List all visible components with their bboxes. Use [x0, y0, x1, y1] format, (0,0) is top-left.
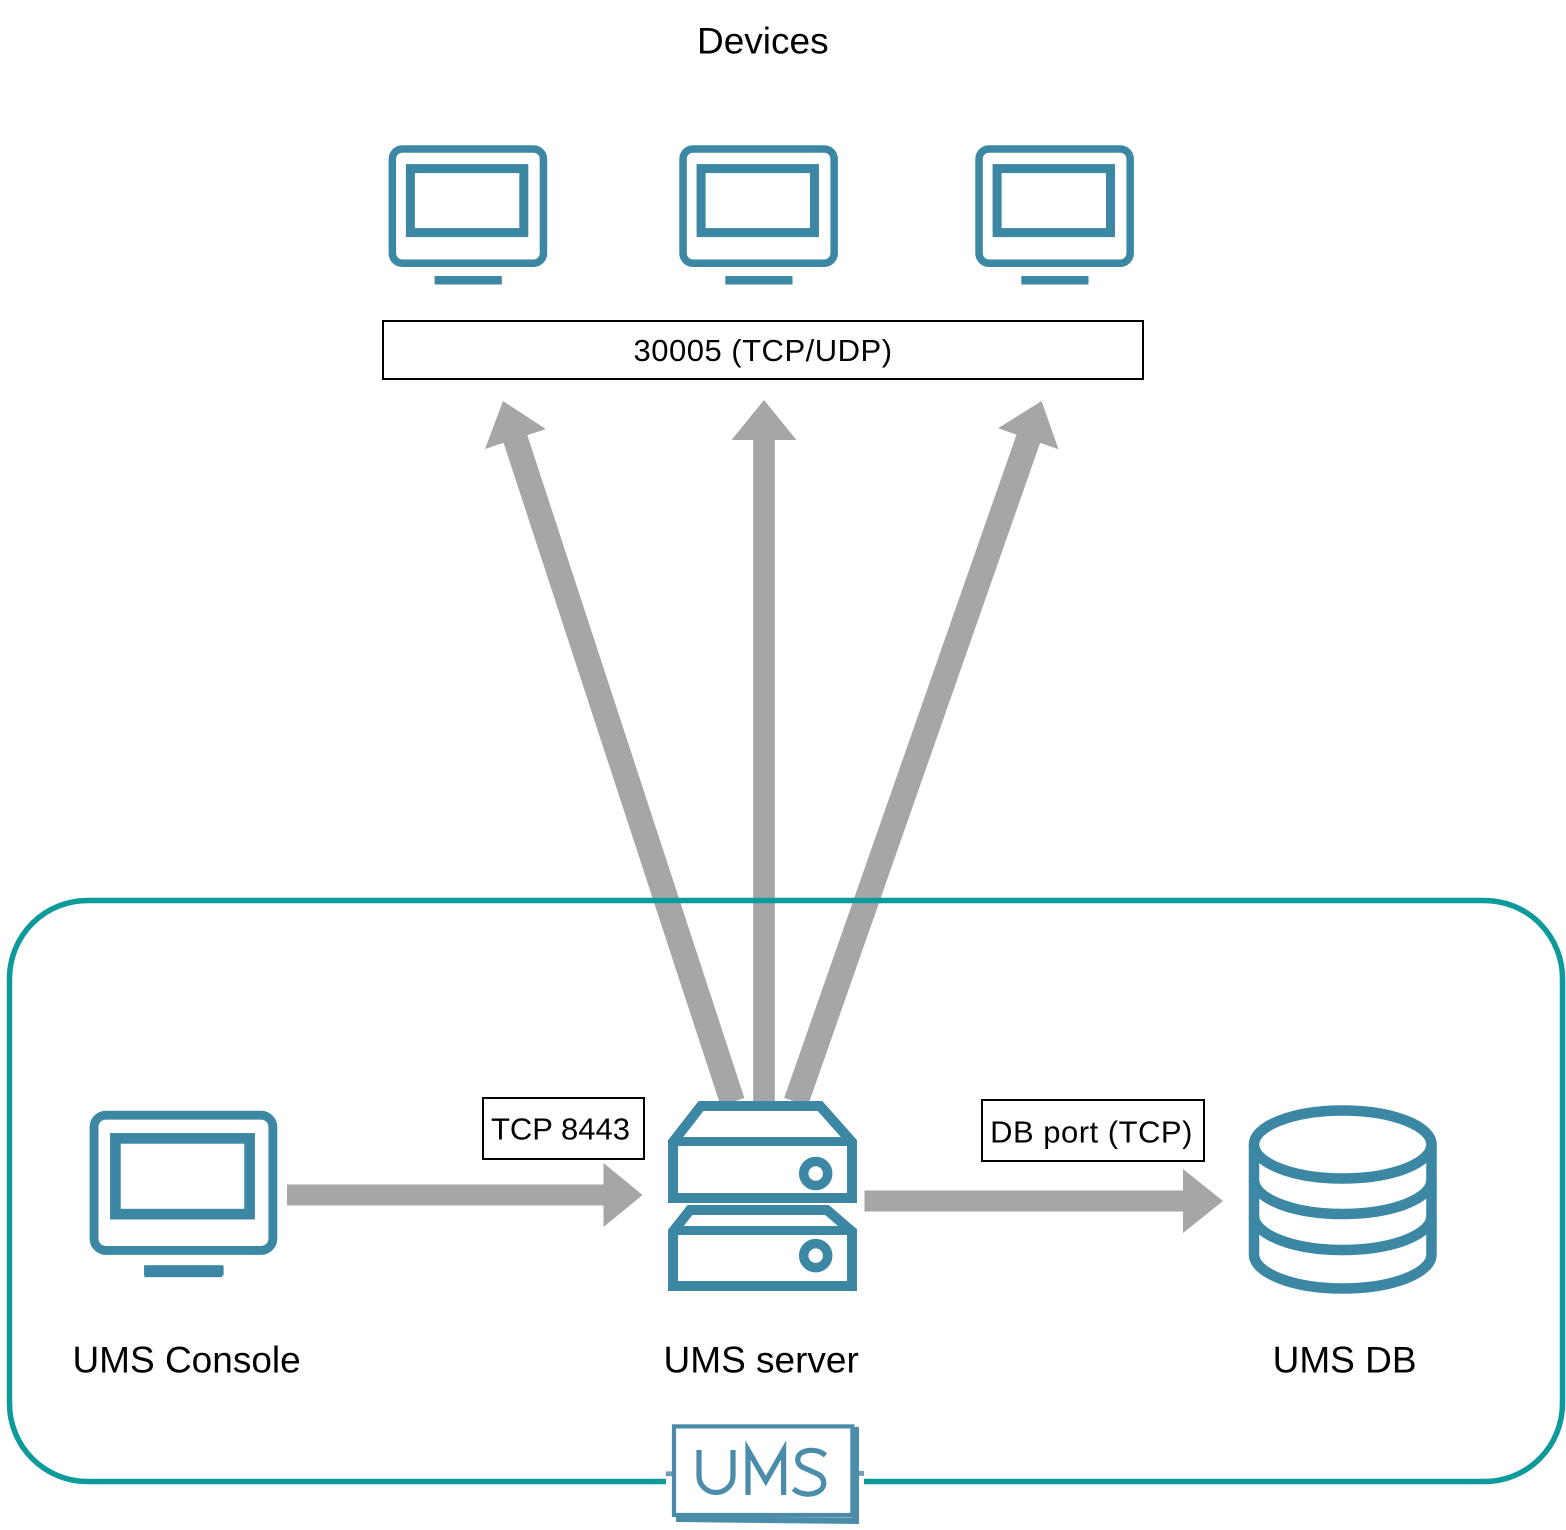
svg-text:UMS server: UMS server [664, 1340, 859, 1381]
svg-text:DB port (TCP): DB port (TCP) [990, 1115, 1193, 1150]
svg-text:TCP 8443: TCP 8443 [491, 1112, 630, 1147]
svg-text:UMS Console: UMS Console [72, 1340, 300, 1381]
svg-text:30005 (TCP/UDP): 30005 (TCP/UDP) [633, 333, 892, 368]
svg-text:Devices: Devices [697, 21, 829, 62]
svg-text:UMS DB: UMS DB [1273, 1340, 1417, 1381]
